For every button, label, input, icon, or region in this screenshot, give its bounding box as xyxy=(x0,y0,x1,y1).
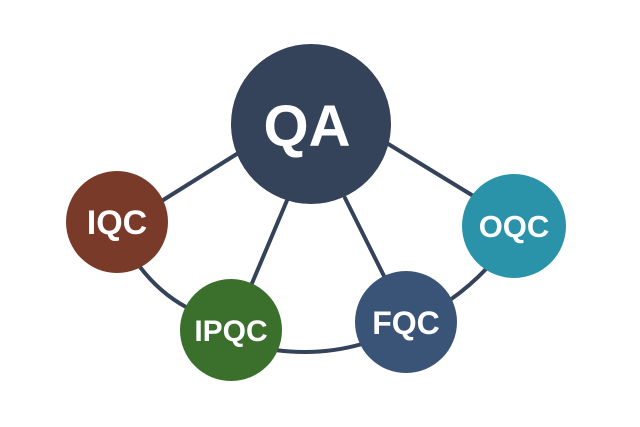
node-ipqc-label: IPQC xyxy=(194,315,267,348)
node-oqc: OQC xyxy=(462,174,566,278)
node-oqc-label: OQC xyxy=(479,209,550,244)
node-fqc-circle xyxy=(355,271,457,373)
connector-iqc-ipqc xyxy=(138,265,188,309)
connector-ipqc-fqc xyxy=(273,342,364,354)
node-iqc-label: IQC xyxy=(87,204,147,242)
connector-fqc-oqc xyxy=(448,266,489,302)
node-iqc-circle xyxy=(66,171,168,273)
connectors xyxy=(138,140,489,354)
connector-qa-ipqc xyxy=(248,196,290,290)
node-qa-circle xyxy=(231,44,391,204)
connector-qa-iqc xyxy=(158,150,242,204)
node-fqc: FQC xyxy=(355,271,457,373)
node-fqc-label: FQC xyxy=(372,305,440,341)
node-ipqc-circle xyxy=(180,279,282,381)
connector-qa-oqc xyxy=(383,140,477,199)
node-qa: QA xyxy=(231,44,391,204)
node-qa-label: QA xyxy=(264,94,351,159)
connector-qa-fqc xyxy=(343,196,387,280)
node-ipqc: IPQC xyxy=(180,279,282,381)
node-oqc-circle xyxy=(462,174,566,278)
node-iqc: IQC xyxy=(66,171,168,273)
